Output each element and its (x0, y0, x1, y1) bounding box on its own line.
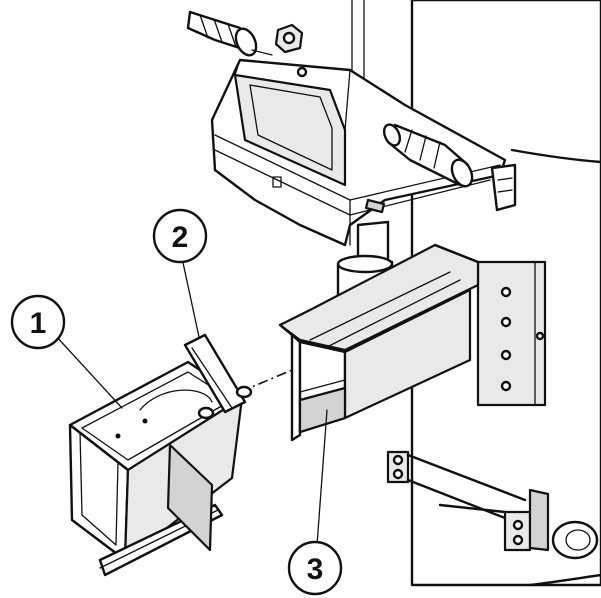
leader-line-1 (54, 334, 123, 409)
side-clamp (490, 163, 517, 212)
bolt-icon (500, 316, 512, 328)
svg-text:3: 3 (307, 553, 324, 586)
leader-line-3 (316, 409, 328, 546)
callout-1: 1 (10, 294, 66, 350)
bolt-icon (500, 380, 512, 392)
part-1-bracket (68, 333, 253, 577)
callout-2: 2 (152, 208, 208, 264)
screw-icon (296, 66, 308, 78)
callout-3: 3 (287, 540, 343, 596)
part-3-channel-carrier (278, 243, 480, 442)
bolt-icon (500, 286, 512, 298)
left-knob (186, 10, 273, 57)
bolt-icon (500, 349, 512, 361)
leader-line-2 (181, 257, 200, 338)
mounting-plate (476, 260, 547, 407)
svg-text:2: 2 (172, 221, 189, 254)
svg-text:1: 1 (30, 307, 47, 340)
lower-bracket (386, 450, 599, 560)
roller-icon (551, 520, 599, 560)
right-knob (382, 123, 474, 188)
bolt-icon (535, 331, 545, 341)
top-housing (210, 23, 507, 247)
